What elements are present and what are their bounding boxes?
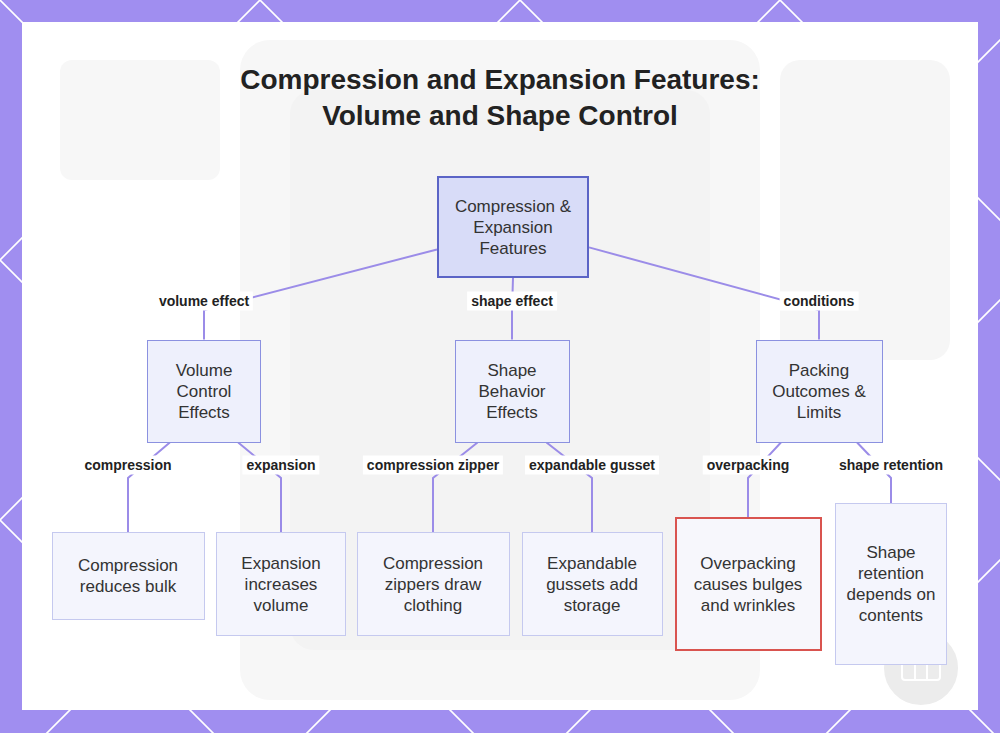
connector [204, 249, 437, 339]
leaf-box: Compression zippers draw clothing [357, 532, 510, 636]
edge-label: overpacking [703, 456, 793, 475]
edge-label: volume effect [155, 292, 253, 311]
leaf-box: Expandable gussets add storage [522, 532, 663, 636]
edge-label: expandable gusset [525, 456, 659, 475]
node-label: Compression reduces bulk [61, 555, 196, 597]
category-box: Volume Control Effects [147, 340, 261, 443]
connector [512, 278, 513, 340]
warning-box: Overpacking causes bulges and wrinkles [675, 517, 822, 651]
leaf-box: Expansion increases volume [216, 532, 346, 636]
node-label: Overpacking causes bulges and wrinkles [685, 553, 812, 616]
node-label: Shape retention depends on contents [844, 542, 938, 626]
edge-label: shape retention [835, 456, 947, 475]
leaf-box: Shape retention depends on contents [835, 503, 947, 665]
connector [547, 443, 593, 533]
node-label: Compression zippers draw clothing [366, 553, 501, 616]
edge-label: shape effect [467, 292, 557, 311]
connector [433, 443, 478, 533]
connector [128, 443, 170, 533]
faded-photo [290, 90, 710, 650]
diagram-title: Compression and Expansion Features: Volu… [190, 62, 810, 134]
node-label: Compression & Expansion Features [447, 196, 579, 259]
connector [748, 443, 781, 518]
node-label: Packing Outcomes & Limits [765, 360, 874, 423]
connector [238, 443, 281, 533]
edge-label: compression zipper [363, 456, 503, 475]
node-label: Expandable gussets add storage [531, 553, 654, 616]
node-label: Expansion increases volume [225, 553, 337, 616]
edge-label: expansion [242, 456, 319, 475]
faded-photo [780, 60, 950, 360]
panel [22, 22, 978, 710]
edge-label: compression [80, 456, 175, 475]
node-label: Volume Control Effects [156, 360, 252, 423]
node-label: Shape Behavior Effects [464, 360, 561, 423]
root-box: Compression & Expansion Features [437, 176, 589, 278]
category-box: Shape Behavior Effects [455, 340, 570, 443]
category-box: Packing Outcomes & Limits [756, 340, 883, 443]
faded-photo [60, 60, 220, 180]
connector [589, 247, 819, 339]
edge-label: conditions [780, 292, 859, 311]
leaf-box: Compression reduces bulk [52, 532, 205, 620]
connector [857, 443, 891, 504]
